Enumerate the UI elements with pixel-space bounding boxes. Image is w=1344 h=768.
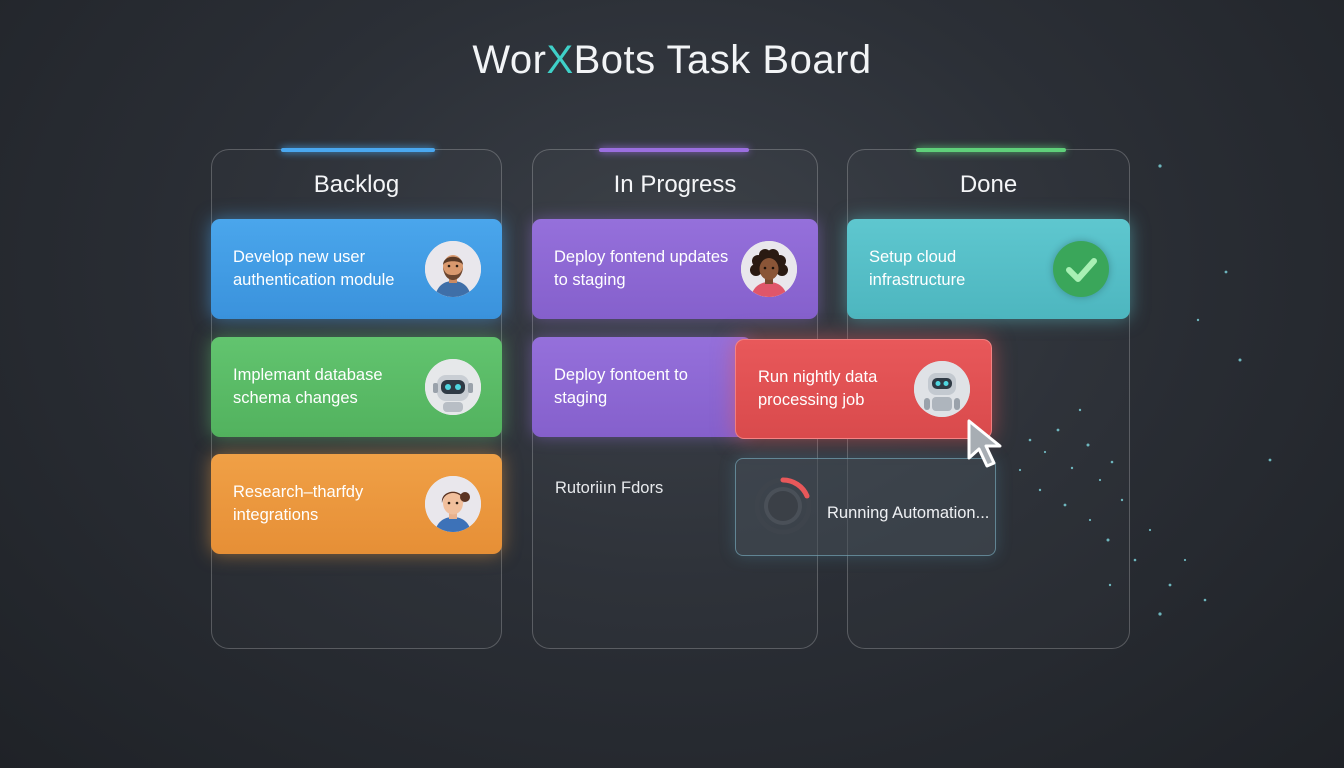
mouse-cursor-icon (966, 418, 1012, 470)
man-avatar-icon (425, 241, 481, 297)
column-accent-bar (599, 148, 749, 152)
task-card-backlog-3[interactable]: Research–tharfdy integrations (211, 454, 502, 554)
task-card-dragging[interactable]: Run nightly data processing job (735, 339, 992, 439)
spinner-icon (752, 475, 814, 537)
task-card-progress-2[interactable]: Deploy fontoent to staging (532, 337, 752, 437)
title-accent: X (546, 38, 574, 82)
task-card-text: Setup cloud infrastructure (869, 248, 966, 289)
automation-status-panel: Running Automation... (735, 458, 996, 556)
woman-curly-avatar-icon (741, 241, 797, 297)
robot-avatar-icon (425, 359, 481, 415)
task-card-text: Deploy fontoent to staging (554, 366, 688, 407)
title-suffix: Bots Task Board (573, 38, 872, 82)
task-card-backlog-2[interactable]: Implemant database schema changes (211, 337, 502, 437)
task-card-backlog-1[interactable]: Develop new user authentication module (211, 219, 502, 319)
task-card-text: Develop new user authentication module (233, 248, 395, 289)
title-prefix: Wor (472, 38, 547, 82)
column-accent-bar (916, 148, 1066, 152)
robot-avatar-icon (914, 361, 970, 417)
page-title: WorXBots Task Board (0, 38, 1344, 83)
column-title-backlog: Backlog (313, 171, 400, 198)
automation-status-label: Running Automation... (827, 504, 990, 522)
task-card-text: Deploy fontend updates to staging (554, 248, 729, 289)
task-card-text: Implemant database schema changes (233, 366, 383, 407)
task-card-text: Research–tharfdy integrations (233, 483, 364, 524)
column-title-done: Done (959, 171, 1018, 198)
check-icon (1053, 241, 1109, 297)
column-title-in-progress: In Progress (613, 171, 737, 198)
column-done: Done (847, 148, 1130, 649)
woman-avatar-icon (425, 476, 481, 532)
column-accent-bar (281, 148, 435, 152)
task-card-progress-3[interactable]: Rutoriiın Fdors (555, 479, 664, 497)
task-card-text: Run nightly data processing job (758, 368, 878, 409)
task-card-progress-1[interactable]: Deploy fontend updates to staging (532, 219, 818, 319)
task-card-done-1[interactable]: Setup cloud infrastructure (847, 219, 1130, 319)
